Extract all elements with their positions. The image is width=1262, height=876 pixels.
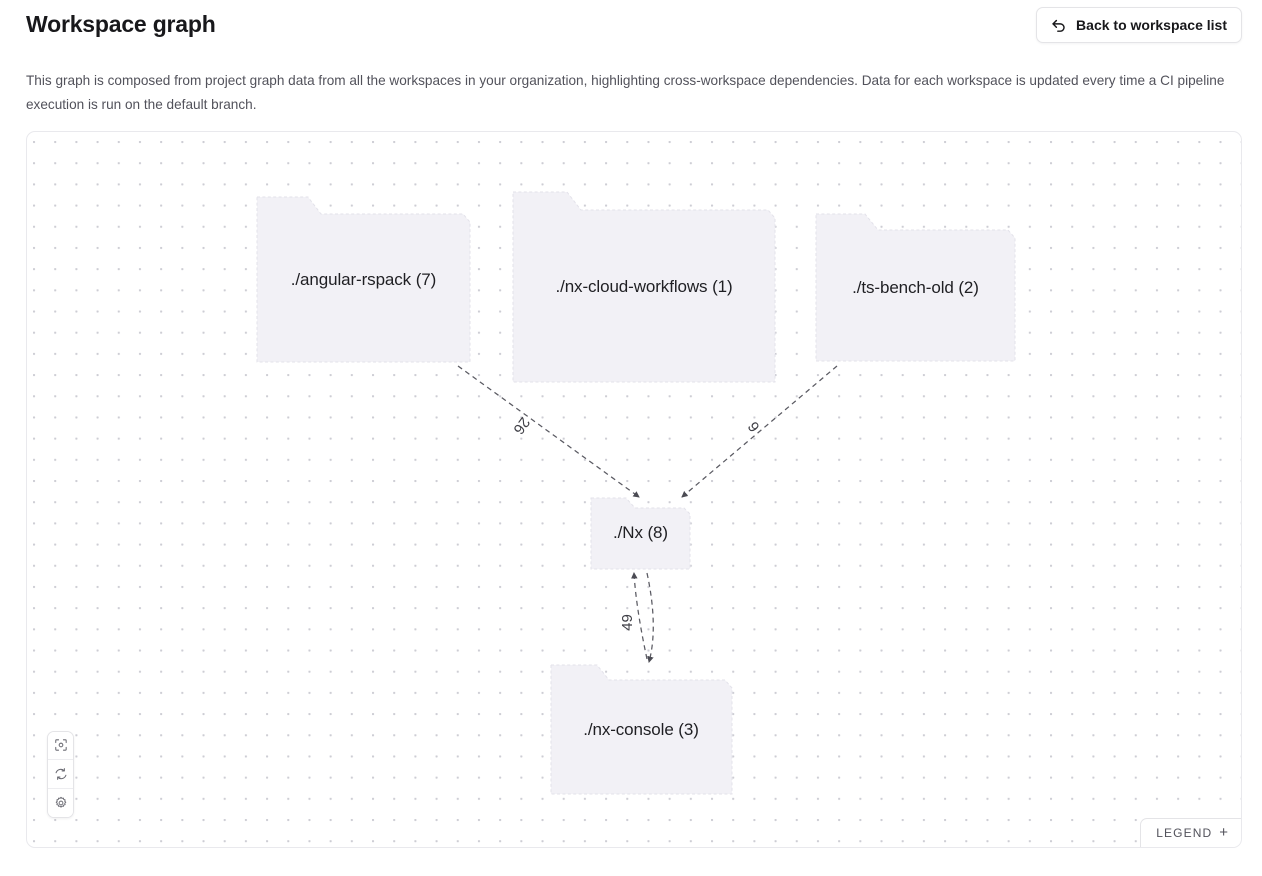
edge-label-angular-rspack-to-nx: 26 <box>509 413 534 438</box>
focus-graph-button[interactable] <box>48 731 73 760</box>
back-button-label: Back to workspace list <box>1076 17 1227 33</box>
page-title: Workspace graph <box>26 11 216 37</box>
graph-node-nx[interactable]: ./Nx (8) <box>588 494 693 572</box>
legend-label: LEGEND <box>1156 826 1213 840</box>
edge-label-ts-bench-old-to-nx: 6 <box>744 418 764 435</box>
refresh-sync-icon <box>54 767 68 781</box>
graph-settings-button[interactable] <box>48 788 73 817</box>
edge-nx-console-to-nx <box>631 572 648 660</box>
graph-canvas[interactable]: 26 6 49 ./angular-rspack (7) ./nx-cloud-… <box>26 131 1242 848</box>
graph-node-angular-rspack[interactable]: ./angular-rspack (7) <box>253 192 474 367</box>
edge-label-nx-console-to-nx: 49 <box>618 614 636 631</box>
back-to-workspace-list-button[interactable]: Back to workspace list <box>1036 7 1242 43</box>
folder-icon <box>815 213 1016 362</box>
edge-nx-to-nx-console <box>646 572 654 663</box>
graph-toolbar <box>47 730 74 818</box>
page-description: This graph is composed from project grap… <box>26 72 1225 112</box>
focus-target-icon <box>54 738 68 752</box>
gear-icon <box>54 796 68 810</box>
graph-node-nx-console[interactable]: ./nx-console (3) <box>547 661 735 798</box>
refresh-graph-button[interactable] <box>48 760 73 789</box>
folder-icon <box>512 191 776 383</box>
graph-node-ts-bench-old[interactable]: ./ts-bench-old (2) <box>812 209 1019 366</box>
legend-toggle-button[interactable]: LEGEND + <box>1140 818 1241 847</box>
back-arrow-icon <box>1050 17 1067 34</box>
plus-icon: + <box>1219 824 1228 841</box>
folder-icon <box>256 196 471 363</box>
folder-icon <box>590 497 691 570</box>
folder-icon <box>550 664 733 795</box>
graph-node-nx-cloud-workflows[interactable]: ./nx-cloud-workflows (1) <box>509 187 779 387</box>
page-header: Workspace graph Back to workspace list T… <box>0 0 1262 120</box>
